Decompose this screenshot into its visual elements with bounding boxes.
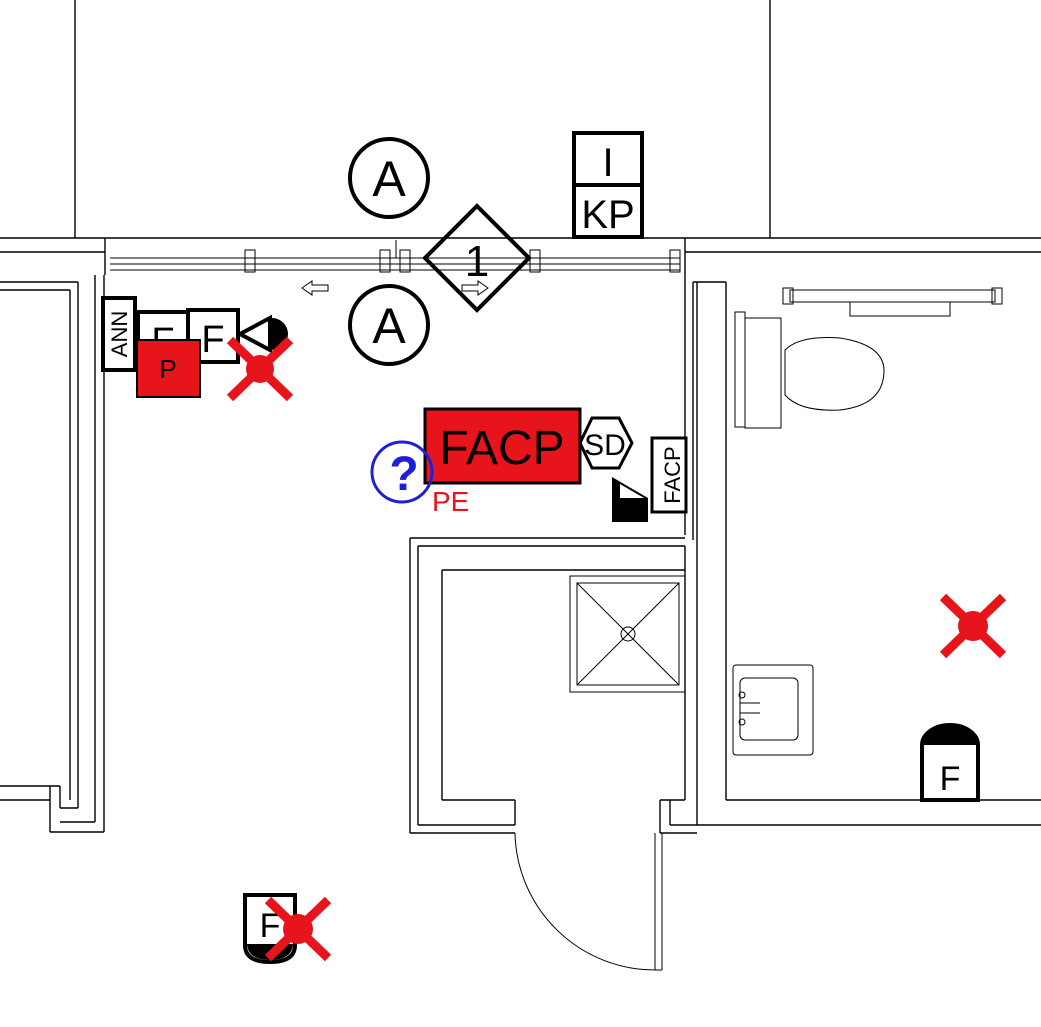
door-tag-bottom-label: A [372,298,406,354]
pull-station-right: F [920,723,980,802]
shower-pan [569,575,686,693]
arrow-left-icon [301,280,329,296]
pe-glyph: ? [389,448,418,501]
facp-remote-label: FACP [660,446,685,503]
door-tag-top: A [348,137,430,219]
arrow-right-icon [461,280,489,296]
facp-label: FACP [439,422,564,475]
intercom-keypad-device: I KP [572,131,644,239]
door-tag-top-label: A [372,151,406,207]
smoke-detector-label: SD [584,429,626,462]
door-tag-bottom: A [348,284,430,366]
keypad-label: KP [581,193,634,237]
photoelectric-detector: ? PE [370,440,469,517]
architecture-walls [0,0,1041,971]
power-supply-panel: P [136,339,201,398]
power-supply-label: P [159,354,176,384]
pe-label: PE [432,486,469,517]
facp-remote-device: FACP [612,436,688,522]
alarm-strobe-marker-bottom [264,896,332,962]
keynote-number: 1 [465,237,489,286]
alarm-strobe-marker-left [226,336,294,402]
alarm-strobe-marker-right [939,593,1007,659]
pull-station-bottom-label: F [260,907,281,945]
toilet-fixture [744,317,885,429]
door-swing [514,832,663,971]
fire-phone-2-label: F [201,319,224,361]
lavatory-fixture [732,664,814,756]
annunciator-panel: ANN [101,296,137,372]
annunciator-label: ANN [107,311,132,357]
pull-station-right-label: F [940,760,961,798]
fire-alarm-control-panel: FACP [423,407,582,485]
smoke-detector: SD [578,416,634,470]
keynote-diamond: 1 [422,203,532,313]
intercom-label: I [602,141,613,185]
